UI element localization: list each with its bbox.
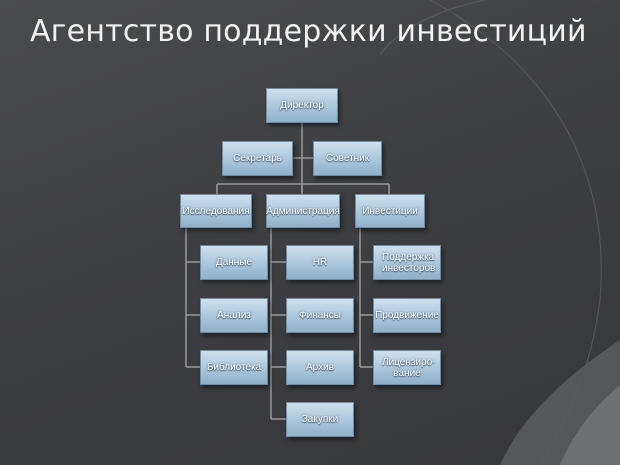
advisor-box: Советник [313, 141, 382, 176]
archive-label: Архив [305, 362, 335, 373]
licensing-label: Лицензиро-вание [382, 356, 436, 379]
administration-label: Администрация [266, 205, 340, 217]
promotion-label: Продвижение [375, 310, 439, 321]
promotion-box: Продвижение [373, 298, 441, 333]
secretary-label: Секретарь [233, 153, 282, 164]
research-box: Исследования [180, 194, 252, 228]
investments-label: Инвестиции [362, 205, 418, 217]
data-box: Данные [200, 245, 268, 280]
finance-label: Финансы [299, 310, 341, 321]
investor-support-box: Поддержка инвесторов [373, 245, 441, 280]
slide-title: Агентство поддержки инвестиций [30, 14, 587, 49]
director-label: Директор [280, 100, 324, 111]
investments-box: Инвестиции [355, 194, 425, 228]
administration-box: Администрация [266, 194, 340, 228]
archive-box: Архив [286, 350, 354, 385]
library-box: Библиотека [200, 350, 268, 385]
analysis-box: Анализ [200, 298, 268, 333]
hr-box: HR [286, 245, 354, 280]
data-label: Данные [215, 257, 253, 268]
procurement-label: Закупки [301, 414, 339, 425]
finance-box: Финансы [286, 298, 354, 333]
director-box: Директор [266, 88, 338, 123]
procurement-box: Закупки [286, 402, 354, 437]
analysis-label: Анализ [217, 310, 251, 321]
hr-label: HR [312, 257, 328, 268]
advisor-label: Советник [325, 153, 370, 164]
secretary-box: Секретарь [222, 141, 293, 176]
licensing-box: Лицензиро-вание [373, 350, 441, 385]
library-label: Библиотека [206, 362, 262, 373]
research-label: Исследования [182, 205, 250, 217]
investor-support-label: Поддержка инвесторов [382, 251, 436, 274]
